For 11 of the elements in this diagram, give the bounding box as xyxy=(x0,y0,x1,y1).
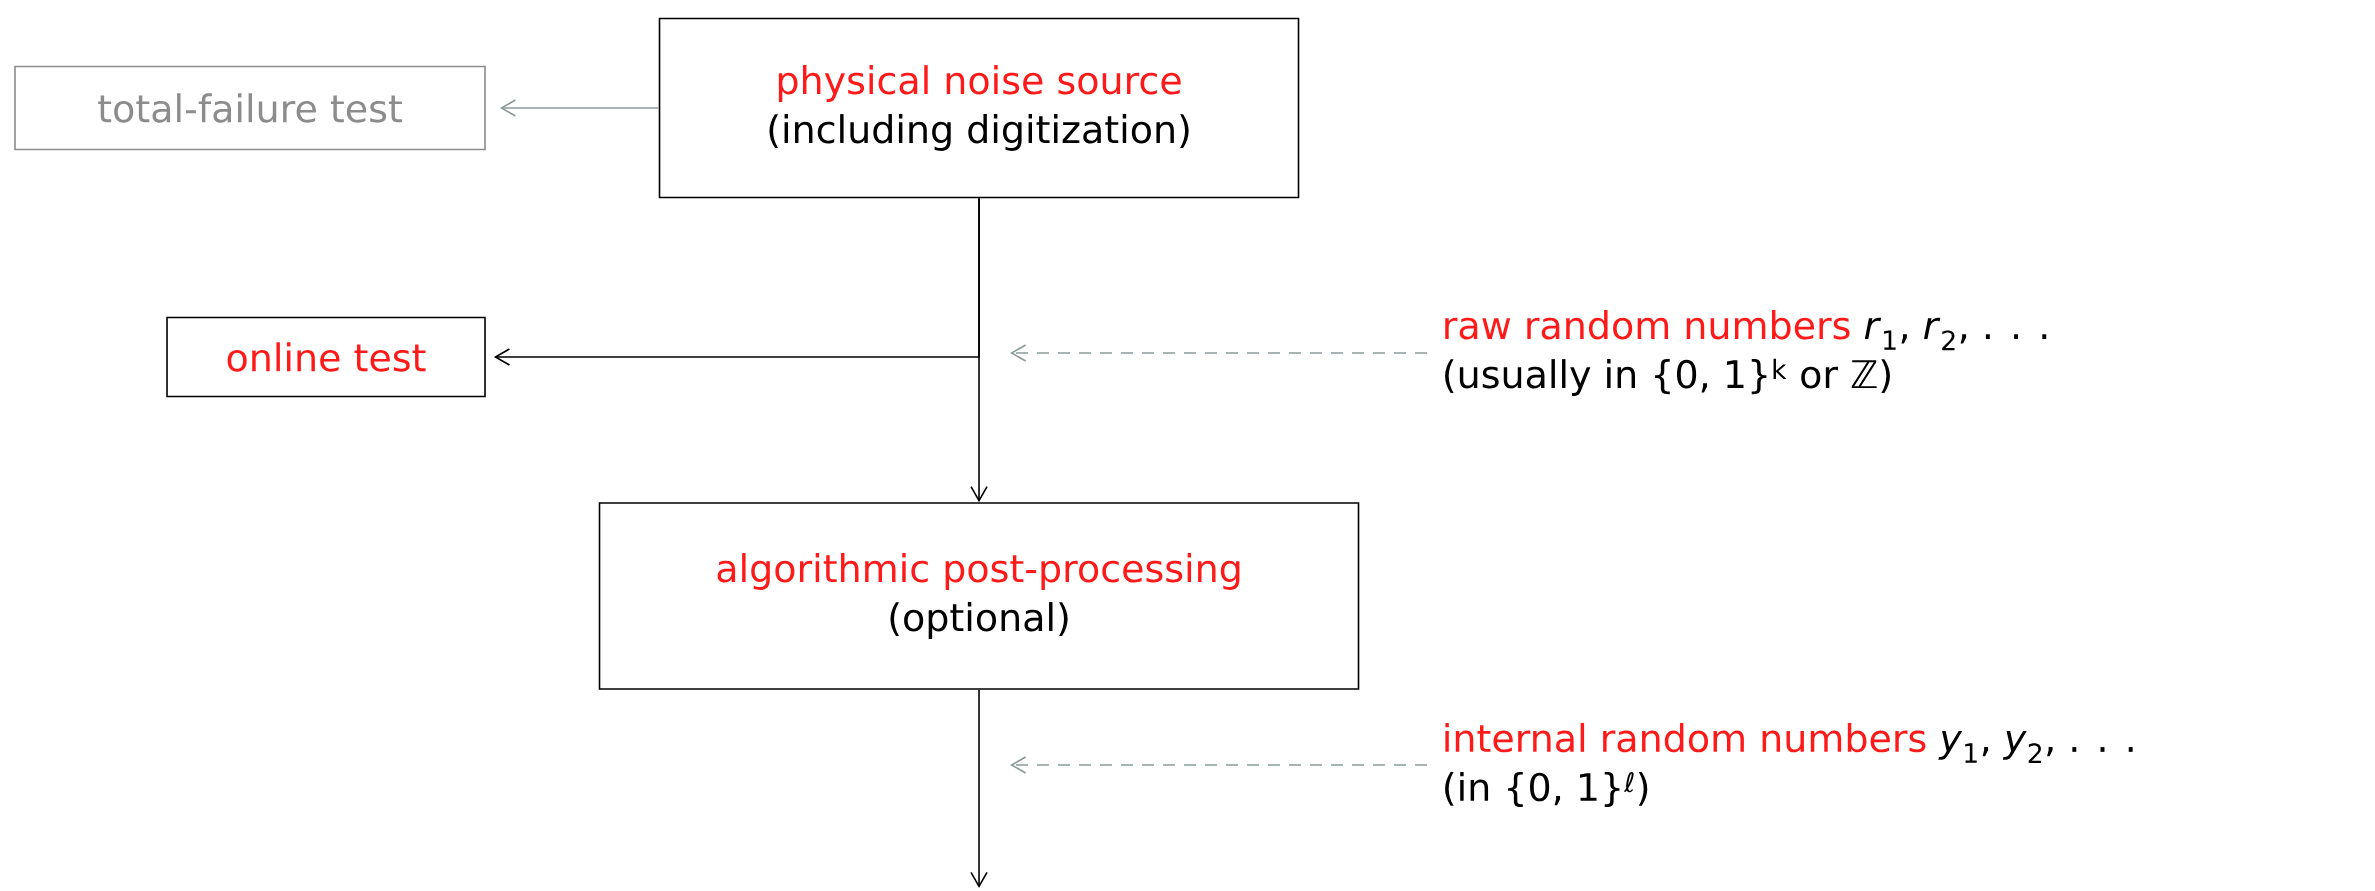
process-box: physical noise source (including digitization) xyxy=(658,17,1300,199)
annotation-text: raw random numbers r$_{1}$, r$_{2}$, . . . (usually in {0, 1}$^{k}$ or ℤ) xyxy=(1445,310,2047,396)
process-box: algorithmic post-processing (optional) xyxy=(598,502,1360,690)
annotation-text: internal random numbers y$_{1}$, y$_{2}$, . . . (in {0, 1}$^{ℓ}$) xyxy=(1445,722,2133,808)
arrow xyxy=(1010,344,1428,362)
arrow xyxy=(970,197,988,503)
test-box: online test xyxy=(166,316,486,398)
arrow xyxy=(970,689,988,888)
arrow xyxy=(1010,756,1428,774)
arrow xyxy=(499,99,660,117)
test-box: total-failure test xyxy=(14,65,486,151)
